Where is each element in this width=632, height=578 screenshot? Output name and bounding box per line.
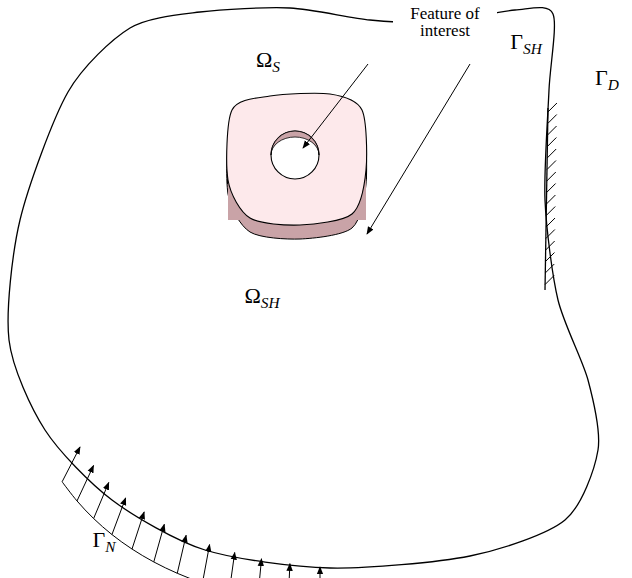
feature-hole <box>271 131 319 179</box>
hatch-stroke <box>546 218 555 227</box>
hatch-stroke <box>546 207 555 216</box>
feature-symbol: ΩS <box>256 49 280 74</box>
domain-outline <box>8 8 599 568</box>
hatch-stroke <box>547 172 556 181</box>
load-arrow <box>94 483 109 519</box>
domain-symbol: ΩSH <box>244 285 279 310</box>
feature-caption: Feature of interest <box>393 5 497 39</box>
load-arrow <box>77 466 94 501</box>
load-arrow <box>154 524 165 562</box>
load-arrow <box>132 512 144 549</box>
fixed-boundary <box>545 108 548 290</box>
hatch-stroke <box>547 184 556 193</box>
hatch-stroke <box>548 126 557 135</box>
load-arrow <box>112 498 126 535</box>
load-arrow <box>177 535 186 573</box>
hatch-stroke <box>548 103 557 112</box>
interface-symbol: ΓSH <box>508 31 544 56</box>
dirichlet-symbol: ΓD <box>595 67 619 92</box>
hatch-stroke <box>546 241 555 250</box>
hatch-stroke <box>545 264 554 273</box>
hatch-stroke <box>548 115 557 124</box>
hatch-stroke <box>547 161 556 170</box>
load-arrow <box>320 567 321 578</box>
hatch-stroke <box>546 230 555 239</box>
hatch-stroke <box>545 276 554 285</box>
hatch-stroke <box>546 195 555 204</box>
hatch-stroke <box>547 149 556 158</box>
load-arrow <box>62 447 80 482</box>
load-arrow <box>202 545 209 578</box>
neumann-symbol: ΓN <box>93 529 116 554</box>
load-arrow <box>229 553 234 578</box>
feature-top-face <box>227 93 367 225</box>
load-arrow <box>258 559 262 578</box>
load-arrow <box>288 564 290 578</box>
hatch-stroke <box>545 253 554 262</box>
leader-arrow <box>367 64 470 234</box>
hole-wall <box>271 131 319 155</box>
leader-arrow <box>303 64 368 148</box>
hatch-stroke <box>547 138 556 147</box>
load-envelope <box>62 482 320 578</box>
